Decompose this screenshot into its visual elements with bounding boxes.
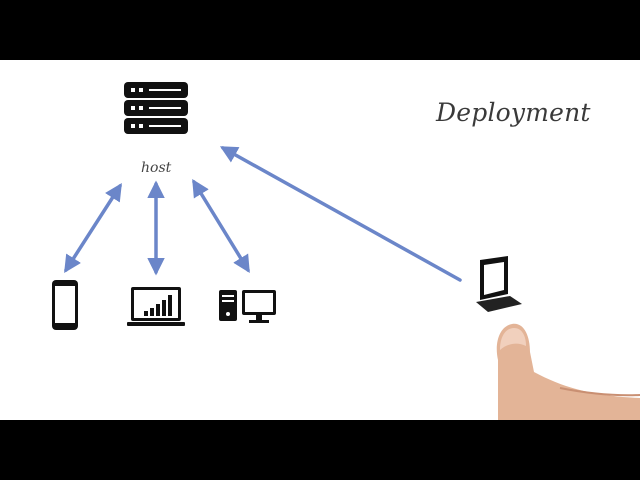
whiteboard-canvas: Deployment host <box>0 60 640 420</box>
phone-icon <box>52 280 78 330</box>
diagram-title: Deployment <box>436 98 591 127</box>
pointing-hand <box>496 323 640 420</box>
desktop-computer-icon <box>219 290 276 323</box>
host-label: host <box>141 160 172 176</box>
laptop-icon <box>476 256 522 312</box>
arrow-host-phone <box>64 183 122 273</box>
diagram-svg <box>52 82 640 420</box>
arrow-host-desktop <box>192 179 250 273</box>
laptop-chart-icon <box>127 287 185 326</box>
letterbox-top <box>0 0 640 60</box>
arrow-dev-to-host <box>219 146 462 282</box>
letterbox-bottom <box>0 420 640 480</box>
server-icon <box>124 82 188 134</box>
